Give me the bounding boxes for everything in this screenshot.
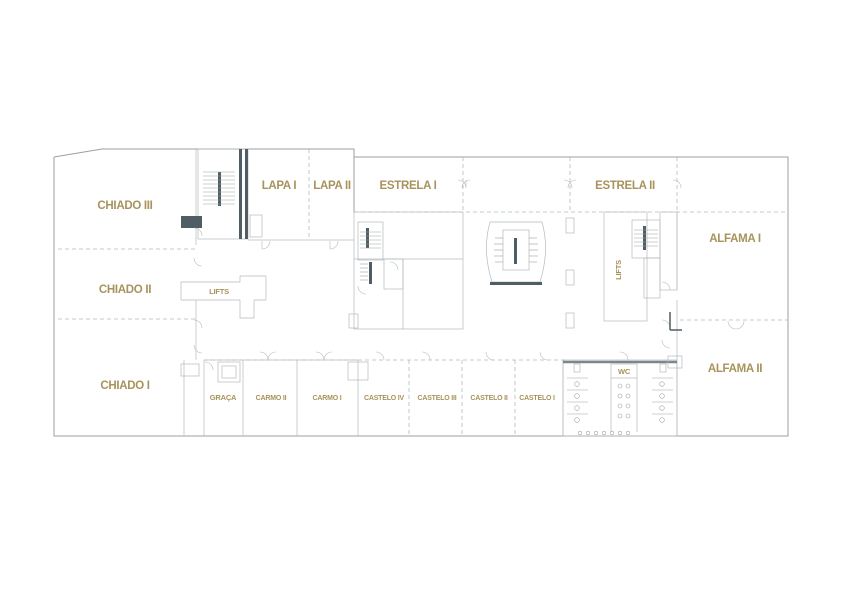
room-label-wc: WC bbox=[618, 367, 631, 376]
room-label-lapa-i: LAPA I bbox=[262, 180, 297, 192]
room-label-graca: GRAÇA bbox=[210, 393, 237, 402]
room-label-castelo-iv: CASTELO IV bbox=[364, 395, 405, 402]
room-dividers bbox=[58, 149, 788, 436]
room-labels: CHIADO III CHIADO II CHIADO I LAPA I LAP… bbox=[97, 180, 762, 402]
room-label-chiado-i: CHIADO I bbox=[100, 380, 149, 392]
room-label-lapa-ii: LAPA II bbox=[313, 180, 351, 192]
room-label-chiado-ii: CHIADO II bbox=[99, 284, 151, 296]
room-label-alfama-i: ALFAMA I bbox=[709, 233, 761, 245]
building-outline bbox=[53, 148, 789, 437]
central-core bbox=[348, 211, 464, 330]
wc-block bbox=[562, 359, 678, 437]
stair-core-west bbox=[181, 148, 263, 240]
room-label-castelo-i: CASTELO I bbox=[519, 395, 555, 402]
columns bbox=[565, 217, 575, 329]
room-label-castelo-iii: CASTELO III bbox=[417, 395, 456, 402]
stair-core-middle bbox=[486, 221, 546, 285]
room-label-estrela-ii: ESTRELA II bbox=[595, 180, 655, 192]
lifts-west-block bbox=[180, 275, 267, 319]
room-label-estrela-i: ESTRELA I bbox=[380, 180, 437, 192]
room-label-chiado-iii: CHIADO III bbox=[97, 200, 152, 212]
room-label-lifts-east: LIFTS bbox=[614, 260, 623, 280]
room-label-carmo-i: CARMO I bbox=[313, 395, 342, 402]
room-label-lifts-west: LIFTS bbox=[209, 287, 229, 296]
room-label-alfama-ii: ALFAMA II bbox=[708, 363, 762, 375]
room-label-carmo-ii: CARMO II bbox=[256, 395, 287, 402]
room-label-castelo-ii: CASTELO II bbox=[470, 395, 508, 402]
doors bbox=[193, 179, 745, 371]
misc-fixtures bbox=[180, 262, 683, 383]
stair-core-east bbox=[603, 211, 678, 322]
